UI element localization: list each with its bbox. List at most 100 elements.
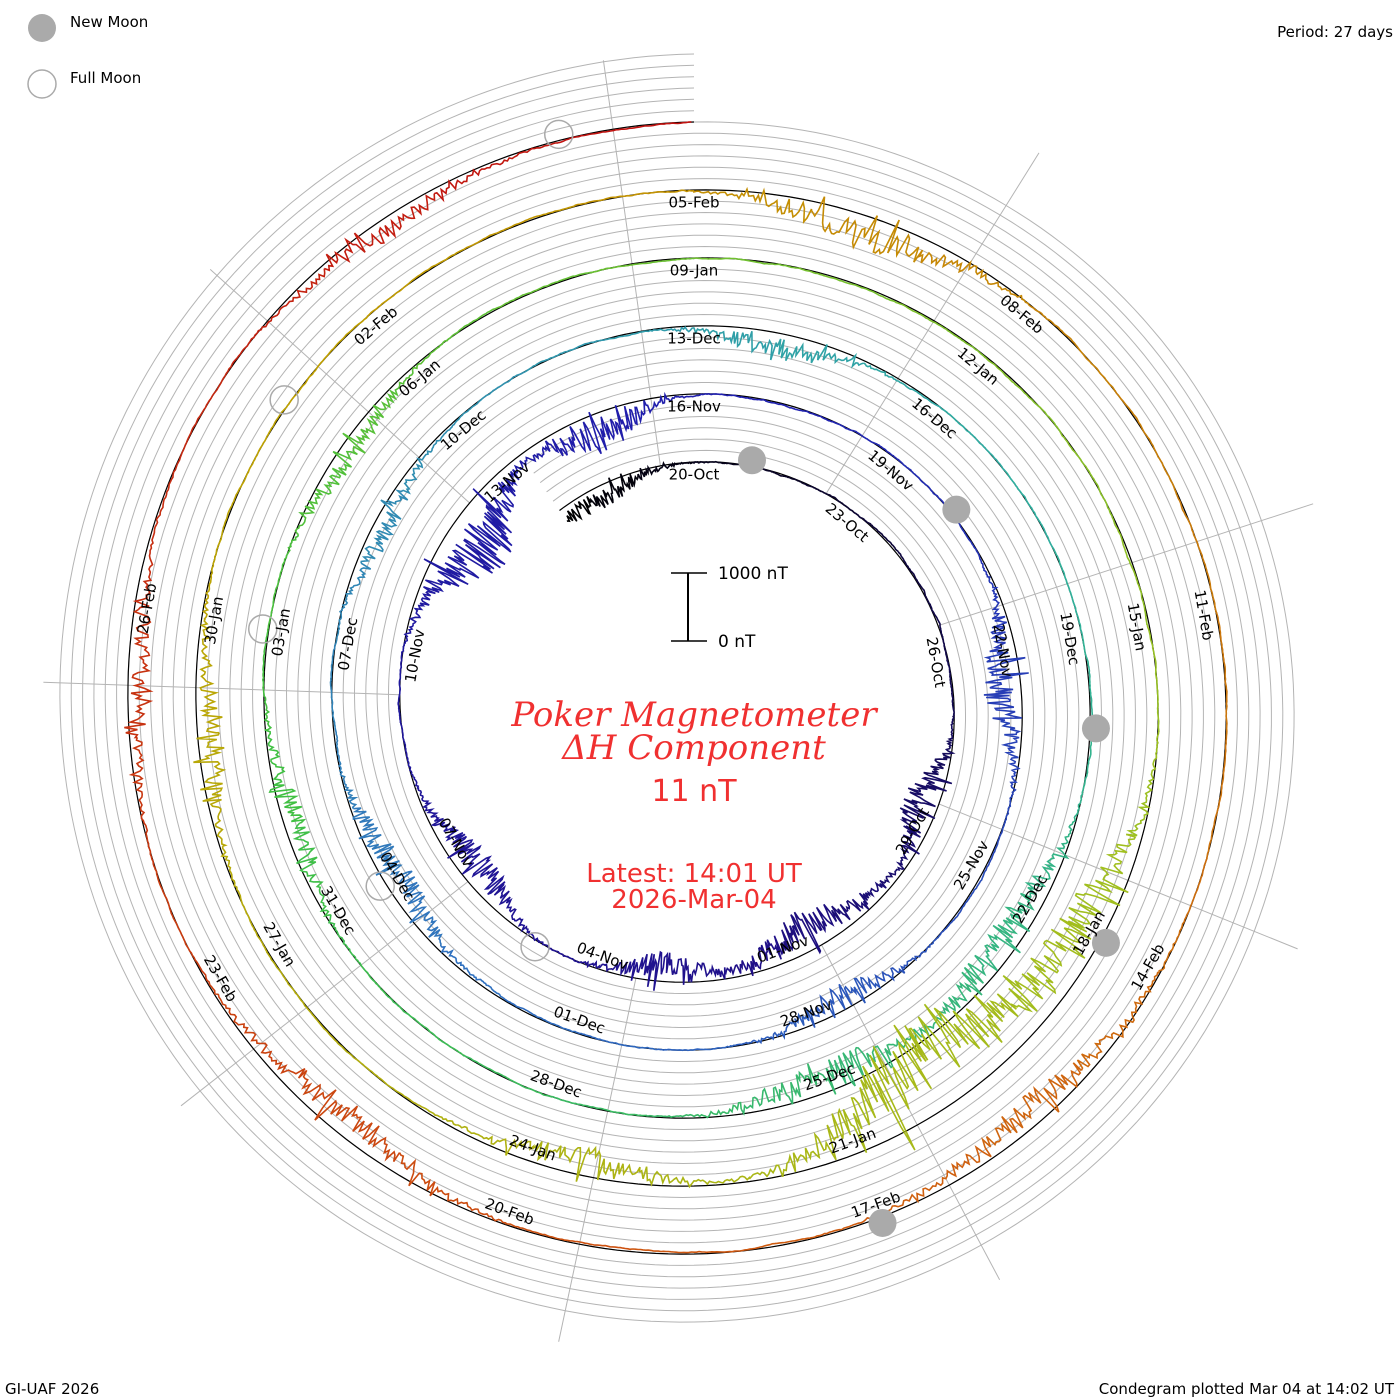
trace-day-segment xyxy=(923,719,956,776)
trace-day-segment xyxy=(776,338,864,369)
trace-day-segment xyxy=(454,371,526,424)
radial-grid-line xyxy=(938,803,1298,950)
trace-day-segment xyxy=(1157,857,1208,974)
trace-day-segment xyxy=(366,248,466,317)
trace-day-segment xyxy=(984,797,1012,872)
new-moon-marker xyxy=(738,446,767,475)
trace-day-segment xyxy=(1114,389,1179,497)
new-moon-marker xyxy=(942,495,971,524)
trace-day-segment xyxy=(231,403,290,506)
date-label: 09-Jan xyxy=(670,262,718,280)
full-moon-marker xyxy=(365,871,395,901)
trace-day-segment xyxy=(440,945,504,999)
legend-new-moon-label: New Moon xyxy=(70,13,149,31)
trace-day-segment xyxy=(132,481,172,611)
legend xyxy=(27,14,57,99)
date-label: 27-Jan xyxy=(259,919,299,970)
trace-day-segment xyxy=(1067,833,1137,929)
new-moon-marker xyxy=(1091,928,1120,957)
trace-day-segment xyxy=(748,1107,852,1180)
trace-day-segment xyxy=(598,950,666,991)
trace-day-segment xyxy=(928,602,949,661)
trace-day-segment xyxy=(1146,624,1160,733)
trace-day-segment xyxy=(334,727,359,809)
trace-day-segment xyxy=(463,1054,553,1098)
trace-day-segment xyxy=(463,204,576,250)
scale-bottom-label: 0 nT xyxy=(718,632,756,652)
trace-day-segment xyxy=(463,481,517,565)
date-label: 16-Nov xyxy=(667,398,721,416)
legend-full-moon-label: Full Moon xyxy=(70,69,142,87)
trace-day-segment xyxy=(493,883,541,943)
trace-day-segment xyxy=(880,825,921,884)
trace-day-segment xyxy=(398,1152,507,1224)
trace-day-segment xyxy=(398,870,443,947)
full-moon-marker xyxy=(543,119,574,150)
trace-day-segment xyxy=(576,1031,656,1051)
trace-day-segment xyxy=(220,846,268,953)
date-label: 20-Oct xyxy=(669,466,720,484)
trace-day-segment xyxy=(231,268,326,365)
trace-day-segment xyxy=(693,186,813,224)
date-label: 26-Oct xyxy=(923,636,950,689)
date-label: 01-Dec xyxy=(551,1002,607,1037)
trace-day-segment xyxy=(128,737,155,868)
date-label: 13-Dec xyxy=(667,330,721,348)
radial-grid-line xyxy=(937,503,1314,627)
trace-day-segment xyxy=(897,459,952,515)
trace-day-segment xyxy=(1206,735,1228,859)
new-moon-marker xyxy=(868,1208,897,1237)
radial-grid-line xyxy=(821,944,1001,1281)
full-moon-marker xyxy=(520,931,550,962)
trace-day-segment xyxy=(874,934,941,982)
trace-day-segment xyxy=(566,496,592,523)
footer-plot-time: Condegram plotted Mar 04 at 14:02 UT xyxy=(1098,1380,1394,1398)
trace-day-segment xyxy=(557,121,692,144)
moon-markers xyxy=(248,119,1120,1237)
trace-day-segment xyxy=(153,866,211,986)
radial-grid-line xyxy=(43,681,400,696)
grid-spiral xyxy=(93,87,1261,1289)
footer-credit: GI-UAF 2026 xyxy=(5,1380,100,1398)
trace-day-segment xyxy=(940,407,1006,472)
trace-day-segment xyxy=(939,870,986,936)
trace-day-segment xyxy=(360,489,409,564)
trace-day-segment xyxy=(531,1141,641,1182)
date-label: 24-Jan xyxy=(507,1131,559,1164)
radial-grid-line xyxy=(209,269,470,504)
trace-day-segment xyxy=(780,903,838,955)
grid-spirals xyxy=(59,53,1295,1323)
trace-day-segment xyxy=(1081,634,1094,727)
trace-day-segment xyxy=(853,511,899,553)
trace-day-segment xyxy=(202,505,233,620)
trace-day-segment xyxy=(630,1246,759,1254)
trace-day-segment xyxy=(524,338,606,373)
trace-day-segment xyxy=(447,835,506,896)
magnetometer-traces xyxy=(124,121,1228,1254)
trace-day-segment xyxy=(551,1095,647,1117)
trace-day-segment xyxy=(336,1041,429,1111)
trace-day-segment xyxy=(645,1101,742,1119)
trace-day-segment xyxy=(261,629,273,731)
trace-day-segment xyxy=(605,325,693,341)
trace-day-segment xyxy=(863,362,942,409)
trace-day-segment xyxy=(386,994,465,1057)
latest-date: 2026-Mar-04 xyxy=(611,885,777,915)
full-moon-marker xyxy=(248,614,278,644)
trace-day-segment xyxy=(1028,304,1116,392)
radial-grid-lines xyxy=(43,60,1314,1342)
trace-day-segment xyxy=(899,774,953,835)
trace-day-segment xyxy=(502,997,577,1034)
trace-day-segment xyxy=(917,249,1030,306)
new-moon-marker xyxy=(1081,714,1110,743)
trace-day-segment xyxy=(411,307,496,370)
trace-day-segment xyxy=(169,364,233,483)
chart-subtitle: ΔH Component xyxy=(562,728,826,768)
trace-day-segment xyxy=(505,438,568,493)
trace-day-segment xyxy=(559,404,630,455)
trace-day-segment xyxy=(757,1213,881,1249)
trace-day-segment xyxy=(664,951,727,985)
trace-day-segment xyxy=(494,271,592,310)
trace-day-segment xyxy=(897,551,930,604)
trace-day-segment xyxy=(335,562,372,644)
